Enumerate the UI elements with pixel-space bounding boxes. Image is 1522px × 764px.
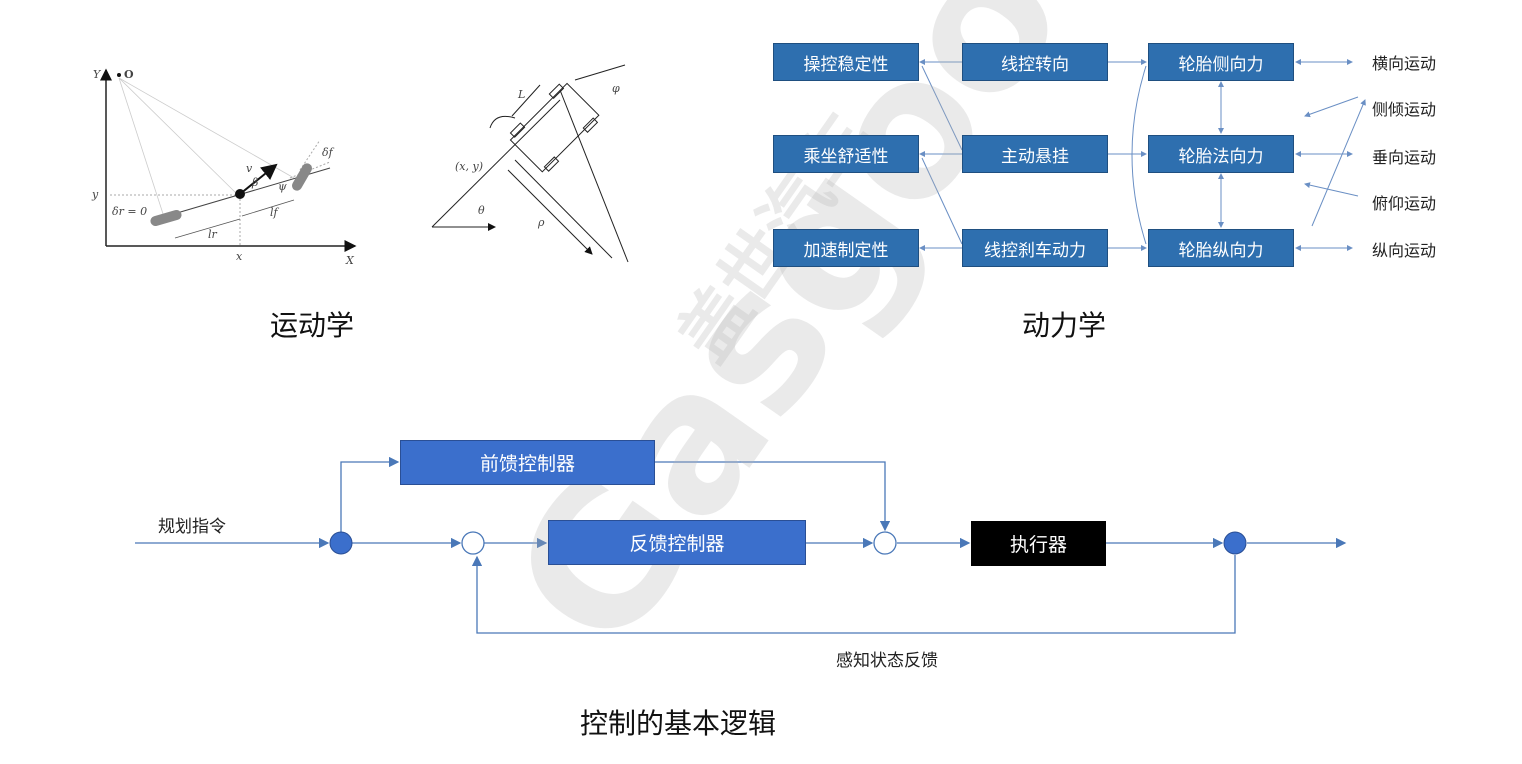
svg-text:x: x: [236, 250, 243, 263]
svg-text:L: L: [517, 88, 525, 101]
steer-by-wire-box: 线控转向: [962, 43, 1108, 81]
feedforward-controller-box: 前馈控制器: [400, 440, 655, 485]
motion-label: 俯仰运动: [1372, 194, 1437, 213]
motion-label: 垂向运动: [1372, 148, 1437, 167]
ride-comfort-box: 乘坐舒适性: [773, 135, 919, 173]
acceleration-braking-box: 加速制定性: [773, 229, 919, 267]
summing-junction: [461, 531, 485, 555]
svg-text:δr = 0: δr = 0: [112, 205, 147, 218]
active-suspension-box: 主动悬挂: [962, 135, 1108, 173]
bicycle-model-diagram: Y O X y x δr = 0 v β ψ δf lf lr: [91, 68, 357, 267]
dynamics-caption: 动力学: [1022, 309, 1107, 342]
control-connectors: [135, 456, 1347, 634]
svg-text:ρ: ρ: [537, 216, 545, 229]
svg-text:β: β: [251, 176, 258, 189]
feedback-controller-box: 反馈控制器: [548, 520, 806, 565]
motion-label: 侧倾运动: [1372, 100, 1437, 119]
tire-longitudinal-force-box: 轮胎纵向力: [1148, 229, 1294, 267]
planning-command-label: 规划指令: [158, 517, 226, 537]
branch-point: [1223, 531, 1247, 555]
svg-text:y: y: [91, 188, 99, 201]
control-caption: 控制的基本逻辑: [580, 707, 777, 740]
svg-text:X: X: [345, 254, 355, 267]
kinematics-caption: 运动学: [270, 309, 355, 342]
tire-normal-force-box: 轮胎法向力: [1148, 135, 1294, 173]
svg-text:Y: Y: [93, 68, 102, 81]
tire-lateral-force-box: 轮胎侧向力: [1148, 43, 1294, 81]
svg-text:v: v: [246, 162, 253, 175]
ackermann-model-diagram: [431, 64, 629, 263]
svg-text:lr: lr: [208, 228, 218, 241]
svg-text:(x, y): (x, y): [455, 160, 483, 173]
motion-label: 纵向运动: [1372, 241, 1437, 260]
branch-point: [329, 531, 353, 555]
actuator-box: 执行器: [971, 521, 1106, 566]
svg-text:φ: φ: [612, 82, 620, 95]
summing-junction: [873, 531, 897, 555]
svg-text:O: O: [124, 68, 134, 81]
svg-text:θ: θ: [478, 204, 485, 217]
svg-text:ψ: ψ: [278, 180, 287, 193]
brake-by-wire-box: 线控刹车动力: [962, 229, 1108, 267]
motion-label: 横向运动: [1372, 54, 1437, 73]
svg-text:lf: lf: [270, 206, 280, 219]
perception-feedback-label: 感知状态反馈: [836, 651, 938, 671]
dynamics-connectors: [919, 59, 1366, 251]
handling-stability-box: 操控稳定性: [773, 43, 919, 81]
svg-text:δf: δf: [322, 146, 335, 159]
